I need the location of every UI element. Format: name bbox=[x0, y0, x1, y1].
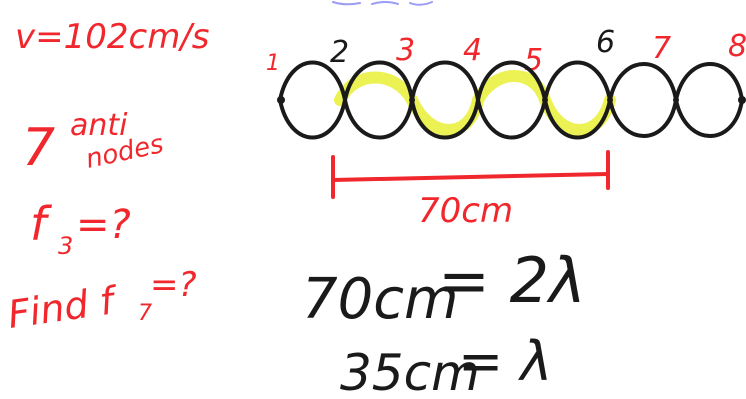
svg-text:f: f bbox=[30, 197, 52, 251]
loop-label-7: 7 bbox=[652, 31, 671, 66]
find-f7-question: Find f 7 =? bbox=[5, 265, 196, 337]
span-label: 70cm bbox=[418, 191, 513, 231]
svg-text:=?: =? bbox=[76, 202, 131, 248]
equation-2-left: 35cm bbox=[340, 344, 480, 399]
equation-1-right: = 2λ bbox=[438, 244, 586, 317]
loop-label-3: 3 bbox=[396, 33, 415, 68]
svg-text:3: 3 bbox=[58, 232, 73, 260]
equation-2-right: = λ bbox=[458, 330, 552, 393]
equation-1-left: 70cm bbox=[302, 267, 459, 332]
f3-question: f 3 =? bbox=[30, 197, 131, 260]
loop-label-8: 8 bbox=[728, 29, 746, 64]
standing-wave-lower bbox=[278, 98, 744, 140]
blue-scribble bbox=[332, 1, 433, 6]
antinodes-count: 7 bbox=[22, 118, 55, 178]
loop-label-1: 1 bbox=[266, 51, 280, 76]
loop-label-4: 4 bbox=[463, 33, 482, 68]
svg-text:Find f: Find f bbox=[5, 278, 122, 337]
svg-text:7: 7 bbox=[138, 301, 152, 326]
loop-label-6: 6 bbox=[596, 25, 615, 60]
standing-wave-upper bbox=[278, 60, 744, 102]
loop-label-2: 2 bbox=[330, 35, 349, 70]
node-markers bbox=[277, 96, 746, 104]
speed-note: v=102cm/s bbox=[15, 17, 210, 57]
antinodes-word-anti: anti bbox=[70, 108, 128, 143]
svg-text:=?: =? bbox=[150, 265, 197, 305]
span-bracket bbox=[331, 150, 610, 199]
